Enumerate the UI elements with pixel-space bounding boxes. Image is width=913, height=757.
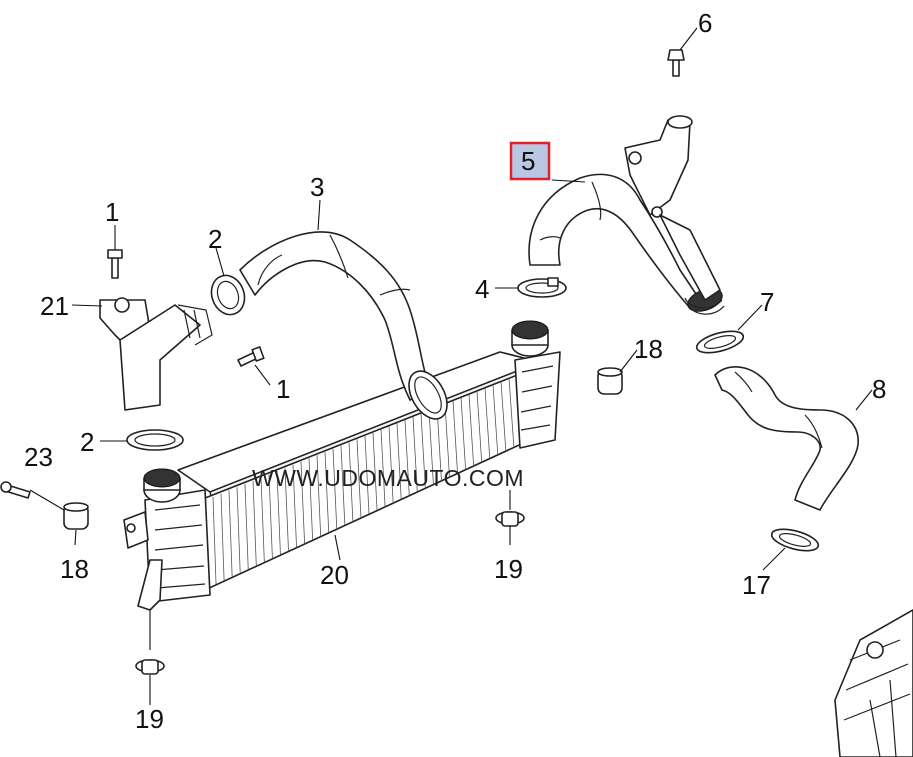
callout-17: 17 <box>742 570 771 600</box>
clamp-part-7 <box>695 330 745 354</box>
callout-5-highlight-box <box>509 141 551 181</box>
mount-part-19-right <box>495 511 525 527</box>
callout-4: 4 <box>475 274 489 304</box>
leader-lines <box>29 27 873 705</box>
tube-part-6 <box>624 115 725 315</box>
watermark-text: WWW.UDOMAUTO.COM <box>252 465 524 491</box>
callout-19-right: 19 <box>494 554 523 584</box>
callout-23: 23 <box>24 442 53 472</box>
callout-6: 6 <box>698 8 712 38</box>
callout-18-left: 18 <box>60 554 89 584</box>
bolt-part-1-lower <box>237 346 265 367</box>
callout-7: 7 <box>760 287 774 317</box>
callout-1-lower: 1 <box>276 374 290 404</box>
callout-labels: 1 21 1 2 2 3 4 6 7 8 17 18 18 19 19 20 2… <box>24 8 886 734</box>
clamp-part-2-upper <box>210 274 246 316</box>
bolt-part-1-upper <box>107 249 123 279</box>
mount-part-19-left <box>135 659 165 675</box>
callout-20: 20 <box>320 560 349 590</box>
bolt-part-6 <box>667 49 685 77</box>
clamp-part-2-lower <box>126 429 184 451</box>
callout-2-upper: 2 <box>208 224 222 254</box>
callout-21: 21 <box>40 291 69 321</box>
callout-19-left: 19 <box>135 704 164 734</box>
callout-3: 3 <box>310 172 324 202</box>
intercooler-part-20 <box>123 320 561 611</box>
callout-8: 8 <box>872 374 886 404</box>
clamp-part-17 <box>770 528 820 552</box>
callout-5: 5 <box>521 146 535 176</box>
grommet-part-18-left <box>63 502 89 530</box>
callout-1-upper: 1 <box>105 197 119 227</box>
engine-component-partial <box>834 609 913 757</box>
outlet-pipe-part-21 <box>99 297 213 411</box>
grommet-part-18-right <box>597 367 623 395</box>
bolt-part-23 <box>0 481 31 499</box>
hose-part-8 <box>714 366 859 511</box>
clamp-part-4 <box>517 277 567 298</box>
callout-2-lower: 2 <box>80 427 94 457</box>
callout-18-right: 18 <box>634 334 663 364</box>
hose-part-3 <box>239 231 448 420</box>
